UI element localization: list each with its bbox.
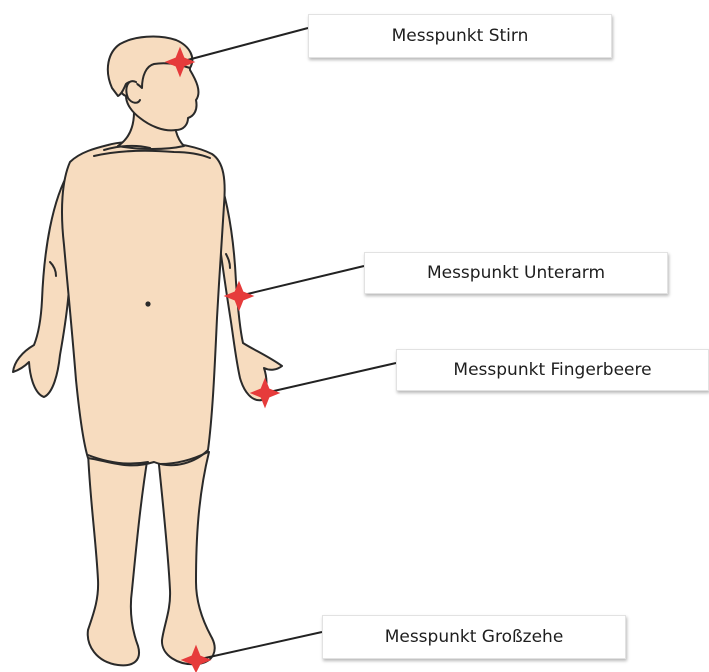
label-messpunkt-grosszehe: Messpunkt Großzehe xyxy=(322,615,626,659)
human-body-figure xyxy=(13,37,282,666)
left-leg xyxy=(88,452,148,665)
navel xyxy=(145,301,150,306)
label-messpunkt-fingerbeere: Messpunkt Fingerbeere xyxy=(396,349,709,391)
label-messpunkt-unterarm: Messpunkt Unterarm xyxy=(364,252,668,294)
right-arm xyxy=(216,168,282,400)
label-messpunkt-stirn: Messpunkt Stirn xyxy=(308,14,612,58)
leader-line-fingerbeere xyxy=(265,363,396,393)
leader-line-unterarm xyxy=(239,266,364,296)
leader-line-stirn xyxy=(180,28,308,62)
right-leg xyxy=(158,452,215,664)
torso xyxy=(62,141,225,465)
